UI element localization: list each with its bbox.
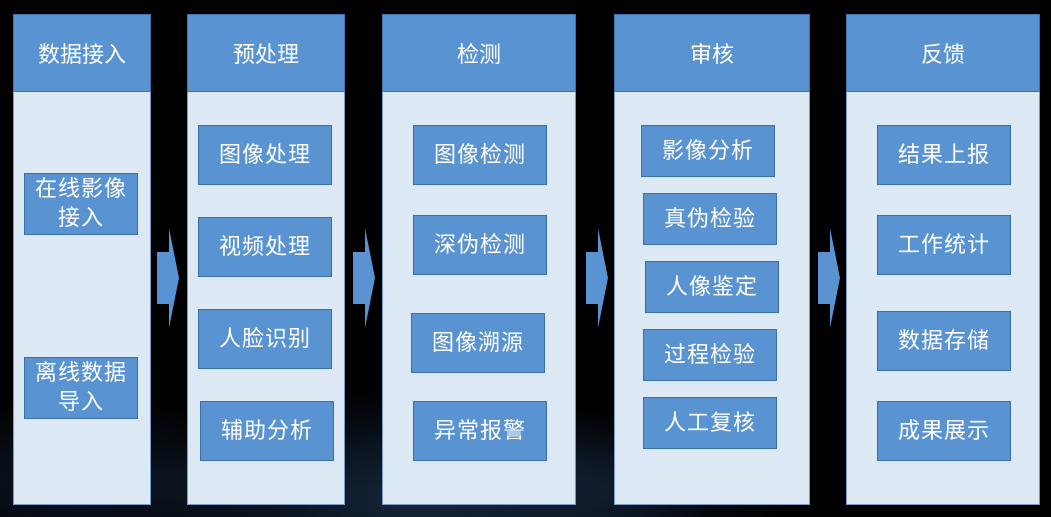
process-box: 图像处理 — [198, 125, 332, 185]
stage-feedback-column: 反馈 结果上报 工作统计 数据存储 成果展示 — [846, 14, 1040, 505]
flow-arrow — [157, 228, 179, 332]
process-box: 成果展示 — [877, 401, 1011, 461]
process-box: 辅助分析 — [200, 401, 334, 461]
stage-header: 预处理 — [187, 14, 345, 92]
stage-header: 数据接入 — [13, 14, 151, 92]
process-box: 在线影像接入 — [24, 173, 138, 235]
stage-review-column: 审核 影像分析 真伪检验 人像鉴定 过程检验 人工复核 — [614, 14, 810, 505]
process-box: 视频处理 — [198, 217, 332, 277]
process-box: 影像分析 — [641, 125, 775, 177]
stage-preprocess-column: 预处理 图像处理 视频处理 人脸识别 辅助分析 — [187, 14, 345, 505]
process-box: 过程检验 — [643, 329, 777, 381]
process-box: 图像检测 — [413, 125, 547, 185]
process-box: 图像溯源 — [411, 313, 545, 373]
stage-header: 审核 — [614, 14, 810, 92]
process-box: 离线数据导入 — [24, 357, 138, 419]
stage-detection-column: 检测 图像检测 深伪检测 图像溯源 异常报警 — [382, 14, 576, 505]
process-box: 工作统计 — [877, 215, 1011, 275]
process-box: 真伪检验 — [643, 193, 777, 245]
stage-data-ingest-column: 数据接入 在线影像接入 离线数据导入 — [13, 14, 151, 505]
process-box: 结果上报 — [877, 125, 1011, 185]
process-box: 人工复核 — [643, 397, 777, 449]
process-box: 人像鉴定 — [645, 261, 779, 313]
flow-arrow — [586, 228, 608, 332]
stage-header: 反馈 — [846, 14, 1040, 92]
process-box: 深伪检测 — [413, 215, 547, 275]
flow-arrow — [818, 228, 840, 332]
process-box: 异常报警 — [413, 401, 547, 461]
process-box: 人脸识别 — [198, 309, 332, 369]
process-box: 数据存储 — [877, 311, 1011, 371]
flow-arrow — [353, 228, 375, 332]
stage-header: 检测 — [382, 14, 576, 92]
